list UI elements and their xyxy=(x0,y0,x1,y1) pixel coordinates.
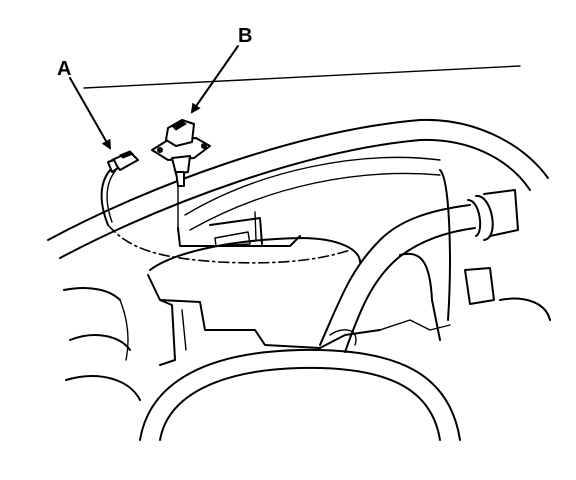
sensor-b[interactable] xyxy=(151,119,211,187)
hood-edge xyxy=(83,65,521,89)
callout-arrow-b xyxy=(190,45,239,114)
radiator-hose xyxy=(319,189,519,353)
bumper xyxy=(139,348,461,441)
wire-harness-route xyxy=(107,224,351,264)
callout-label-b: B xyxy=(238,25,252,47)
connector-a[interactable] xyxy=(107,150,139,173)
fender-apron xyxy=(147,211,381,349)
engine-bay-left xyxy=(63,287,187,401)
engine-bay-right xyxy=(379,169,551,341)
callout-label-a: A xyxy=(57,58,71,80)
connector-wire xyxy=(100,167,117,226)
cowl-panel xyxy=(47,118,549,259)
callout-arrow-a xyxy=(69,77,111,150)
